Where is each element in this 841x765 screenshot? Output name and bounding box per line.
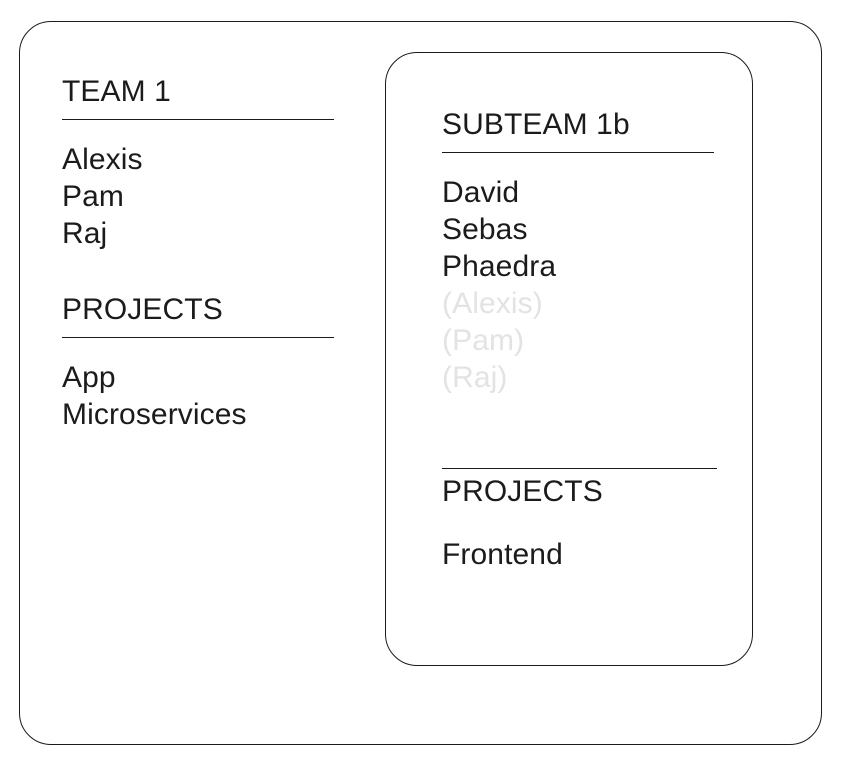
team-title: TEAM 1 bbox=[62, 75, 171, 108]
subteam-container bbox=[385, 52, 753, 666]
team-projects-title: PROJECTS bbox=[62, 293, 223, 326]
subteam-projects-overline bbox=[442, 468, 717, 469]
team-members-section: TEAM 1 Alexis Pam Raj bbox=[62, 73, 334, 252]
team-projects-section: PROJECTS App Microservices bbox=[62, 291, 334, 433]
subteam-project-list: Frontend bbox=[442, 536, 717, 573]
list-item-inherited[interactable]: (Alexis) bbox=[442, 287, 543, 320]
list-item-inherited[interactable]: (Pam) bbox=[442, 324, 525, 357]
subteam-projects-title: PROJECTS bbox=[442, 475, 603, 508]
team-project-list: App Microservices bbox=[62, 359, 334, 433]
subteam-members-section: SUBTEAM 1b David Sebas Phaedra (Alexis) … bbox=[442, 106, 714, 396]
list-item-inherited[interactable]: (Raj) bbox=[442, 361, 508, 394]
subteam-projects-section: PROJECTS Frontend bbox=[442, 468, 717, 573]
list-item[interactable]: Sebas bbox=[442, 213, 528, 246]
list-item[interactable]: Pam bbox=[62, 180, 124, 213]
list-item[interactable]: Alexis bbox=[62, 143, 143, 176]
team-projects-underline bbox=[62, 337, 334, 338]
team-member-list: Alexis Pam Raj bbox=[62, 141, 334, 252]
list-item[interactable]: David bbox=[442, 176, 520, 209]
subteam-title: SUBTEAM 1b bbox=[442, 108, 630, 141]
list-item[interactable]: App bbox=[62, 361, 116, 394]
team-title-underline bbox=[62, 119, 334, 120]
list-item[interactable]: Microservices bbox=[62, 398, 247, 431]
list-item[interactable]: Frontend bbox=[442, 538, 563, 571]
subteam-member-list: David Sebas Phaedra (Alexis) (Pam) (Raj) bbox=[442, 174, 714, 396]
list-item[interactable]: Raj bbox=[62, 217, 108, 250]
list-item[interactable]: Phaedra bbox=[442, 250, 557, 283]
subteam-title-underline bbox=[442, 152, 714, 153]
